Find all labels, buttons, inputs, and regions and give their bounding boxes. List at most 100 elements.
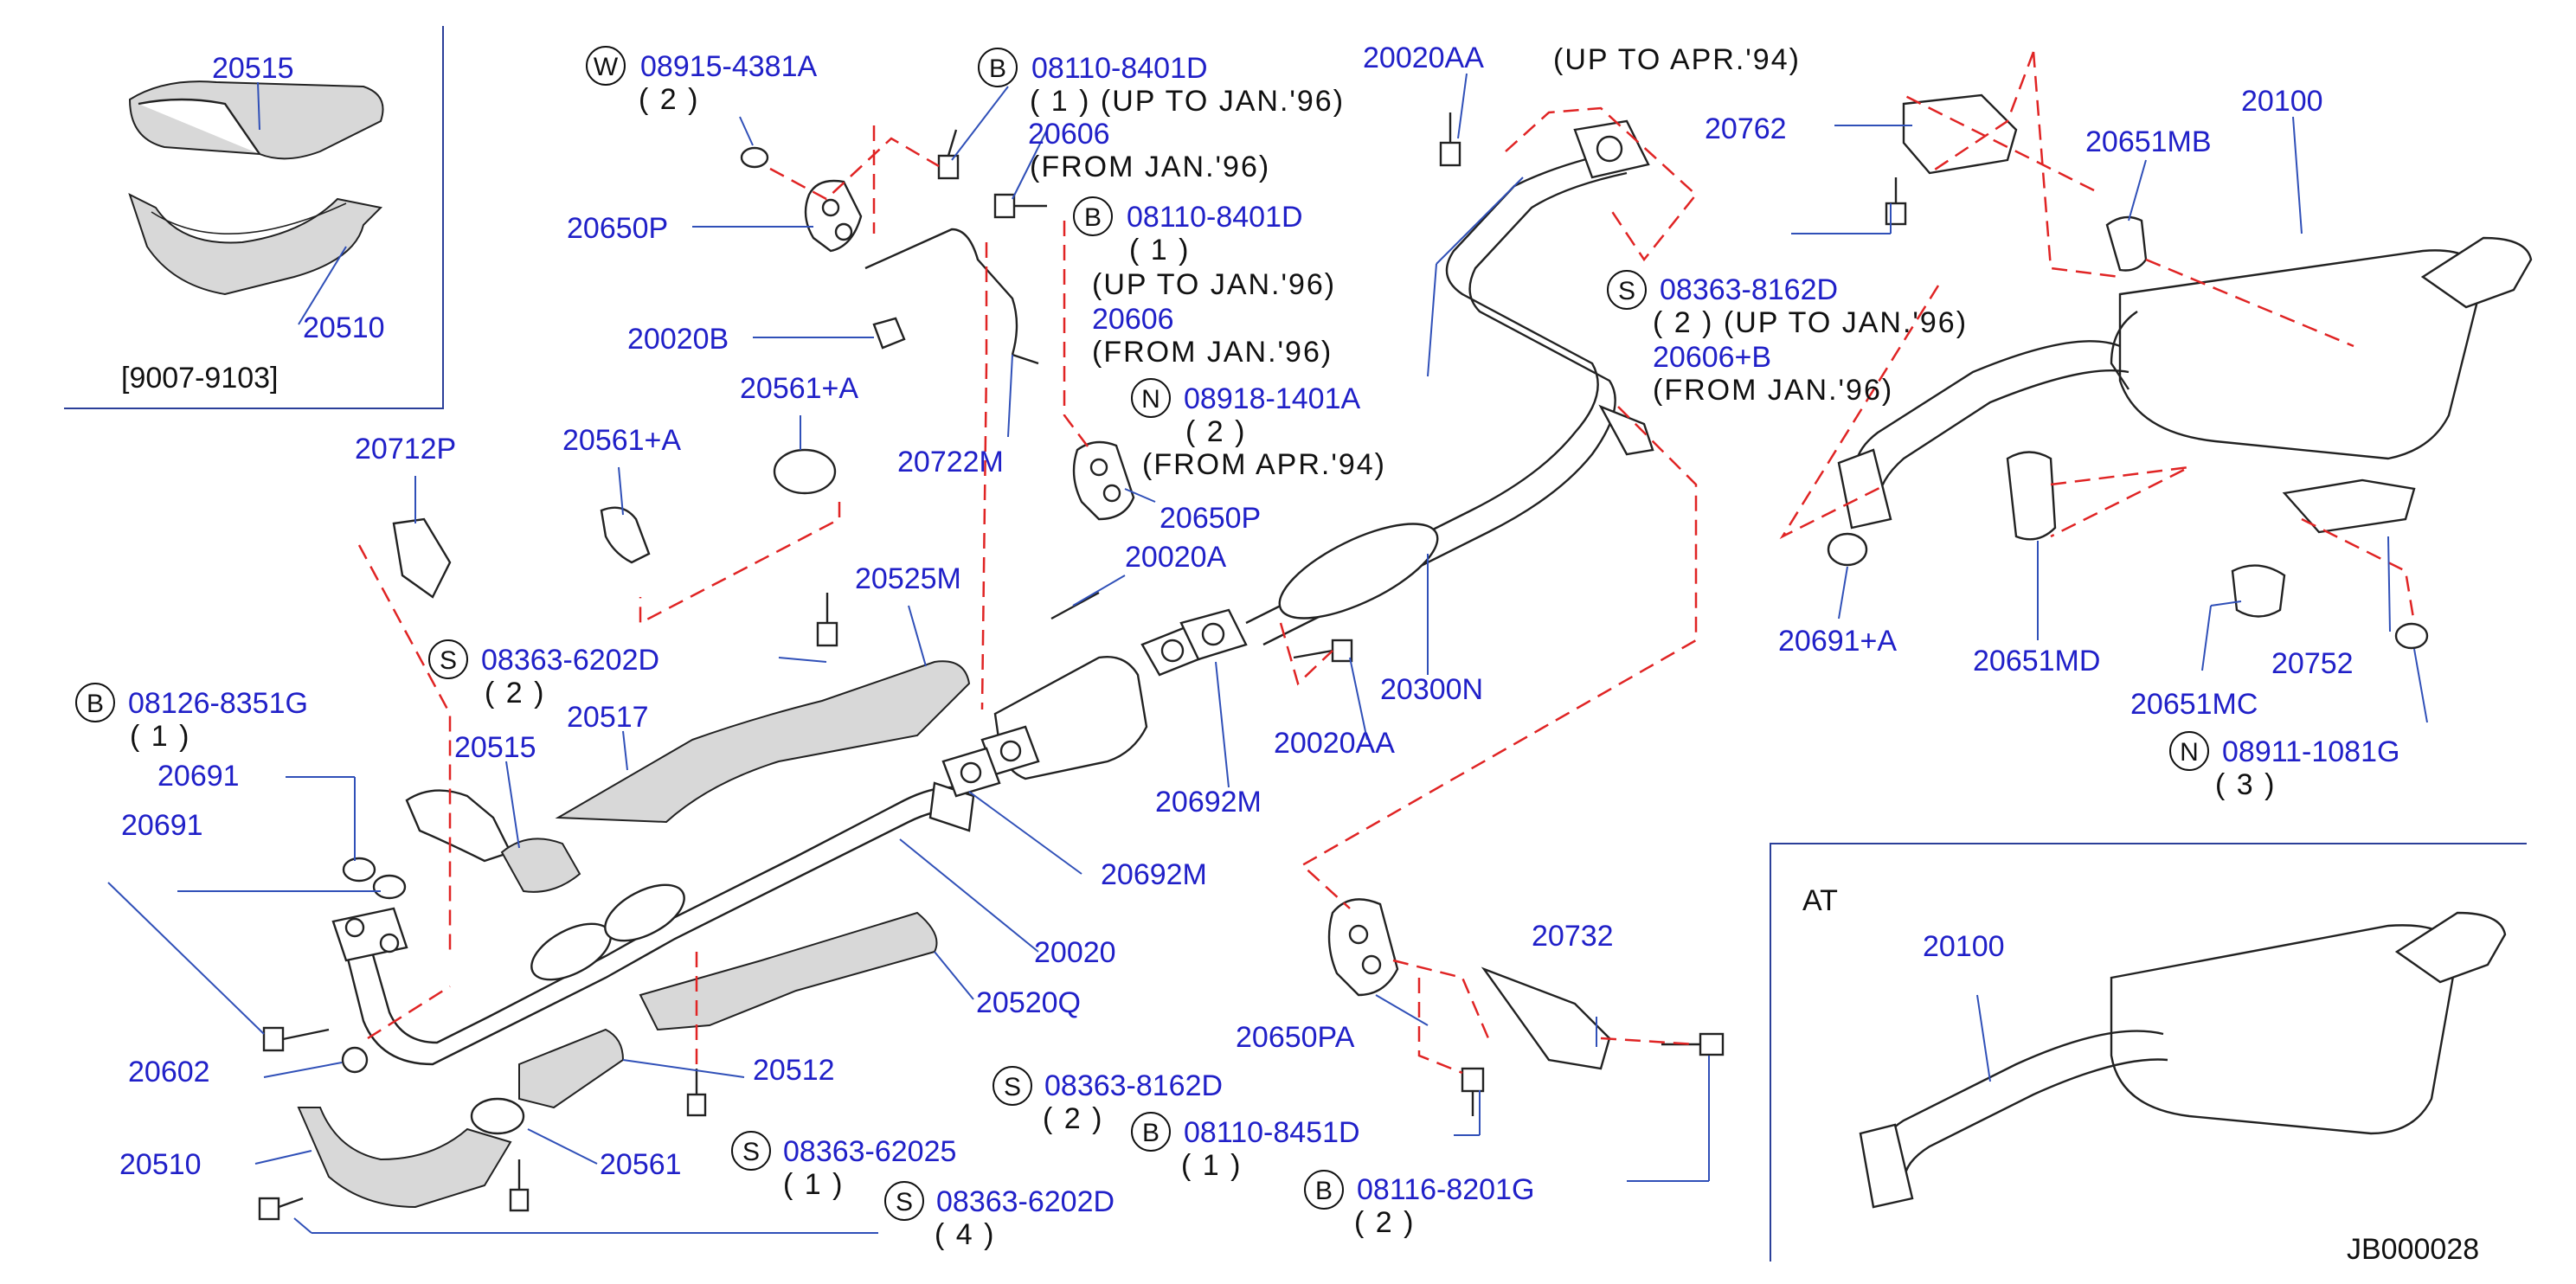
part-label-20515: 20515 bbox=[454, 731, 536, 764]
part-label-20606B: 20606+B bbox=[1653, 341, 1771, 374]
svg-text:S: S bbox=[1618, 277, 1635, 305]
inset-date-range: [9007-9103] bbox=[121, 362, 279, 395]
at-muffler bbox=[1859, 911, 2507, 1209]
note-from-jan96-a: (FROM JAN.'96) bbox=[1030, 151, 1270, 183]
part-label-20650PA: 20650PA bbox=[1236, 1021, 1355, 1054]
fastener-qty-b08110-a: ( 1 ) (UP TO JAN.'96) bbox=[1030, 85, 1345, 118]
note-from-jan96-b: (FROM JAN.'96) bbox=[1092, 336, 1333, 369]
date-notes: (FROM JAN.'96) (UP TO JAN.'96) (FROM JAN… bbox=[1030, 43, 1893, 481]
fastener-qty-n08918: ( 2 ) bbox=[1185, 415, 1246, 448]
inset-frame bbox=[64, 26, 444, 409]
svg-text:W: W bbox=[594, 53, 619, 81]
fastener-qty-b08116: ( 2 ) bbox=[1354, 1206, 1415, 1239]
marker-n08911: N bbox=[2169, 731, 2209, 771]
part-label-20691-a: 20691 bbox=[157, 760, 240, 793]
part-label-20020AA-mid: 20020AA bbox=[1274, 727, 1395, 760]
part-label-20510: 20510 bbox=[119, 1148, 202, 1181]
fastener-number-s08363-8162D-a: 08363-8162D bbox=[1660, 273, 1838, 306]
fastener-number-b08126: 08126-8351G bbox=[128, 687, 308, 720]
fastener-number-b08110-a: 08110-8401D bbox=[1031, 52, 1208, 85]
mounting-hardware bbox=[392, 112, 1725, 1116]
main-muffler bbox=[1827, 93, 2533, 650]
fastener-qty-n08911: ( 3 ) bbox=[2215, 768, 2276, 801]
fastener-number-n08911: 08911-1081G bbox=[2222, 735, 2399, 768]
part-label-20651MC: 20651MC bbox=[2130, 688, 2258, 721]
fastener-qty-s08363-6202D-b: ( 4 ) bbox=[935, 1218, 995, 1251]
part-label-20561: 20561 bbox=[600, 1148, 682, 1181]
svg-text:B: B bbox=[1142, 1119, 1160, 1147]
part-label-20732: 20732 bbox=[1532, 920, 1614, 953]
svg-text:B: B bbox=[87, 690, 104, 718]
marker-s08363-8162D-a: S bbox=[1607, 270, 1647, 310]
fastener-number-s08363-62025: 08363-62025 bbox=[783, 1135, 956, 1168]
part-label-20650P-b: 20650P bbox=[1160, 502, 1261, 535]
note-up-to-jan96: (UP TO JAN.'96) bbox=[1092, 268, 1336, 301]
note-from-apr94: (FROM APR.'94) bbox=[1142, 448, 1386, 481]
fastener-markers: W B B N S B S N S B S S B bbox=[75, 46, 2209, 1221]
fastener-qty-s08363-8162D-b: ( 2 ) bbox=[1043, 1102, 1103, 1135]
part-label-20712P: 20712P bbox=[355, 433, 456, 465]
note-from-jan96-c: (FROM JAN.'96) bbox=[1653, 374, 1893, 407]
part-label-20691A: 20691+A bbox=[1778, 625, 1897, 658]
fastener-qty-b08110-8451D: ( 1 ) bbox=[1181, 1149, 1242, 1182]
fastener-number-n08918: 08918-1401A bbox=[1184, 382, 1361, 415]
marker-s08363-8162D-b: S bbox=[992, 1066, 1032, 1106]
part-label-20300N: 20300N bbox=[1380, 673, 1483, 706]
marker-s08363-6202D-a: S bbox=[428, 639, 468, 679]
part-label-20650P-a: 20650P bbox=[567, 212, 668, 245]
part-label-20020A: 20020A bbox=[1125, 541, 1227, 574]
svg-text:B: B bbox=[989, 55, 1006, 83]
part-label-20517: 20517 bbox=[567, 701, 649, 734]
svg-text:N: N bbox=[2180, 738, 2199, 767]
marker-b08110-8451D: B bbox=[1131, 1112, 1171, 1152]
marker-s08363-62025: S bbox=[731, 1131, 771, 1171]
fastener-qty-b08126: ( 1 ) bbox=[130, 720, 190, 753]
part-label-20691-b: 20691 bbox=[121, 809, 203, 842]
fastener-qty-s08363-62025: ( 1 ) bbox=[783, 1168, 844, 1201]
svg-text:B: B bbox=[1084, 203, 1102, 232]
part-labels: 20515 20510 20650P 20020B 20722M 20561+A… bbox=[119, 42, 2354, 1181]
part-label-20651MD: 20651MD bbox=[1973, 645, 2100, 677]
part-label-20510-inset: 20510 bbox=[303, 311, 385, 344]
svg-text:S: S bbox=[742, 1138, 760, 1166]
fastener-number-s08363-6202D-b: 08363-6202D bbox=[936, 1185, 1115, 1218]
part-label-20722M: 20722M bbox=[897, 446, 1004, 478]
fastener-number-s08363-6202D-a: 08363-6202D bbox=[481, 644, 659, 677]
leader-lines bbox=[107, 73, 2428, 1234]
center-pipe bbox=[1245, 119, 1654, 646]
part-label-20606-b: 20606 bbox=[1092, 303, 1174, 336]
fastener-qty-w08915: ( 2 ) bbox=[639, 83, 699, 116]
part-label-20100: 20100 bbox=[2241, 85, 2323, 118]
part-label-20020B: 20020B bbox=[627, 323, 729, 356]
svg-text:S: S bbox=[440, 646, 457, 675]
fastener-qty-s08363-8162D-a: ( 2 ) (UP TO JAN.'96) bbox=[1653, 306, 1968, 339]
svg-text:S: S bbox=[1004, 1073, 1021, 1101]
part-label-20100-at: 20100 bbox=[1923, 930, 2005, 963]
part-label-20561A-a: 20561+A bbox=[740, 372, 858, 405]
marker-b08126: B bbox=[75, 683, 115, 722]
part-label-20561A-b: 20561+A bbox=[562, 424, 681, 457]
marker-b08110-a: B bbox=[978, 48, 1018, 87]
marker-n08918: N bbox=[1131, 378, 1171, 418]
part-label-20762: 20762 bbox=[1705, 112, 1787, 145]
front-pipe-assembly bbox=[258, 660, 975, 1221]
inset-heat-shields bbox=[128, 80, 384, 296]
fastener-number-s08363-8162D-b: 08363-8162D bbox=[1044, 1069, 1223, 1102]
fastener-labels: 08915-4381A ( 2 ) 08110-8401D ( 1 ) (UP … bbox=[128, 50, 2399, 1251]
fastener-number-b08110-8451D: 08110-8451D bbox=[1184, 1116, 1360, 1149]
part-label-20020: 20020 bbox=[1034, 936, 1116, 969]
part-label-20515-inset: 20515 bbox=[212, 52, 294, 85]
marker-w08915: W bbox=[586, 46, 626, 86]
part-label-20692M-b: 20692M bbox=[1155, 786, 1262, 819]
at-frame bbox=[1770, 843, 2527, 1262]
svg-text:S: S bbox=[896, 1188, 913, 1217]
at-section-label: AT bbox=[1802, 884, 1838, 917]
fastener-qty-s08363-6202D-a: ( 2 ) bbox=[485, 677, 545, 709]
part-label-20651MB: 20651MB bbox=[2085, 125, 2212, 158]
svg-text:N: N bbox=[1141, 385, 1160, 414]
part-label-20520Q: 20520Q bbox=[976, 986, 1081, 1019]
marker-b08110-b: B bbox=[1073, 196, 1113, 236]
svg-text:B: B bbox=[1315, 1177, 1333, 1205]
marker-s08363-6202D-b: S bbox=[884, 1181, 924, 1221]
